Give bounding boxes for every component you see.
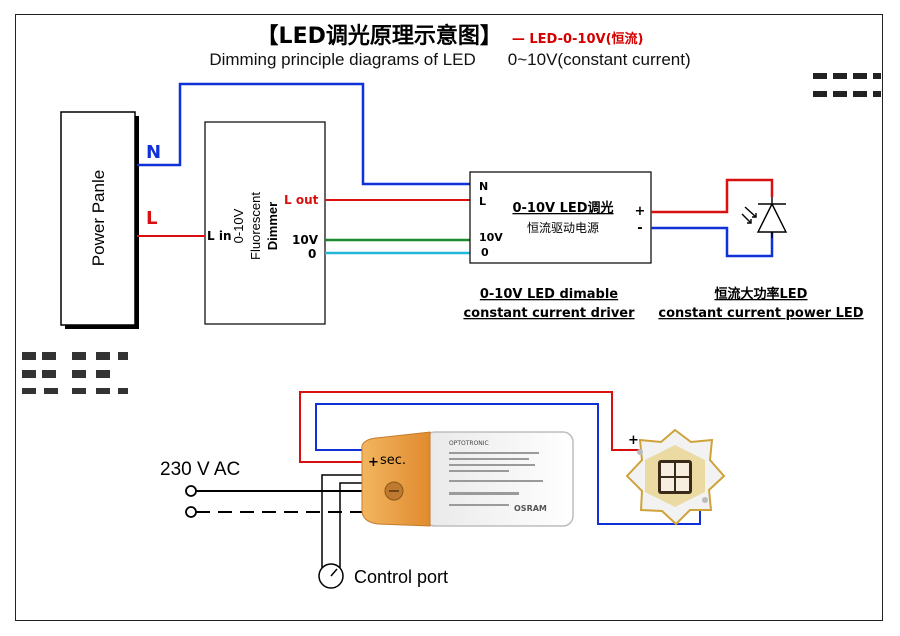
dimmer-label-2: Fluorescent: [248, 192, 263, 260]
subtitle-left: Dimming principle diagrams of LED: [209, 50, 476, 69]
led-caption-1: 恒流大功率LED: [715, 286, 808, 302]
wire-led-minus-blue: [651, 226, 774, 258]
led-diode-icon: [741, 197, 788, 238]
driver-subtitle-cn: 恒流驱动电源: [527, 221, 599, 235]
diagram-title: 【LED调光原理示意图】: [256, 24, 502, 49]
power-panel-n: N: [146, 142, 161, 163]
led-caption-2: constant current power LED: [658, 306, 863, 321]
title-row: 【LED调光原理示意图】 — LED-0-10V(恒流): [0, 18, 900, 50]
noise-artifact-left: [22, 352, 128, 394]
dimmer-l-out: L out: [284, 193, 319, 207]
lower-wire-blue: [315, 403, 701, 525]
lower-wire-red: [299, 391, 642, 463]
diagram-subtitle: Dimming principle diagrams of LED 0~10V(c…: [0, 50, 900, 70]
module-sec-label: sec.: [380, 453, 406, 468]
osram-driver-module: + sec. OPTOTRONIC OSRAM: [361, 431, 574, 527]
driver-box: N L 10V 0 0-10V LED调光 恒流驱动电源 + -: [469, 171, 652, 264]
dimmer-10v: 10V: [292, 233, 319, 247]
module-product: OPTOTRONIC: [449, 440, 489, 447]
power-panel-label: Power Panle: [89, 170, 108, 266]
diagram-tag: — LED-0-10V(恒流): [511, 32, 644, 47]
subtitle-right: 0~10V(constant current): [507, 50, 691, 69]
power-panel-box: Power Panle: [60, 111, 139, 329]
dimmer-l-in: L in: [207, 229, 231, 243]
driver-10v: 10V: [479, 231, 503, 244]
dimmer-0: 0: [308, 247, 316, 261]
module-plus: +: [368, 455, 379, 470]
noise-artifact-right: [813, 73, 881, 97]
dimmer-label-1: 0-10V: [231, 208, 246, 243]
driver-0: 0: [481, 246, 489, 259]
ac-input-lines: [185, 485, 362, 518]
driver-l: L: [479, 195, 486, 208]
driver-n: N: [479, 180, 488, 193]
driver-plus: +: [635, 204, 646, 219]
module-brand: OSRAM: [514, 504, 547, 513]
diagram-frame: [15, 14, 883, 621]
control-port-wires: [318, 474, 362, 589]
led-star-board: [625, 428, 726, 526]
power-panel-l: L: [146, 208, 157, 229]
driver-minus: -: [637, 221, 642, 236]
ac-label: 230 V AC: [160, 459, 240, 480]
driver-caption-1: 0-10V LED dimable: [480, 287, 618, 302]
control-port-label: Control port: [354, 567, 448, 587]
wire-n-blue: [137, 82, 470, 186]
led-star-plus: +: [628, 433, 639, 448]
driver-title-cn: 0-10V LED调光: [512, 200, 613, 216]
dimmer-box: 0-10V Fluorescent Dimmer: [204, 121, 326, 325]
wire-led-plus-red: [651, 178, 774, 214]
driver-caption-2: constant current driver: [463, 306, 635, 321]
dimmer-label-3: Dimmer: [265, 202, 280, 250]
